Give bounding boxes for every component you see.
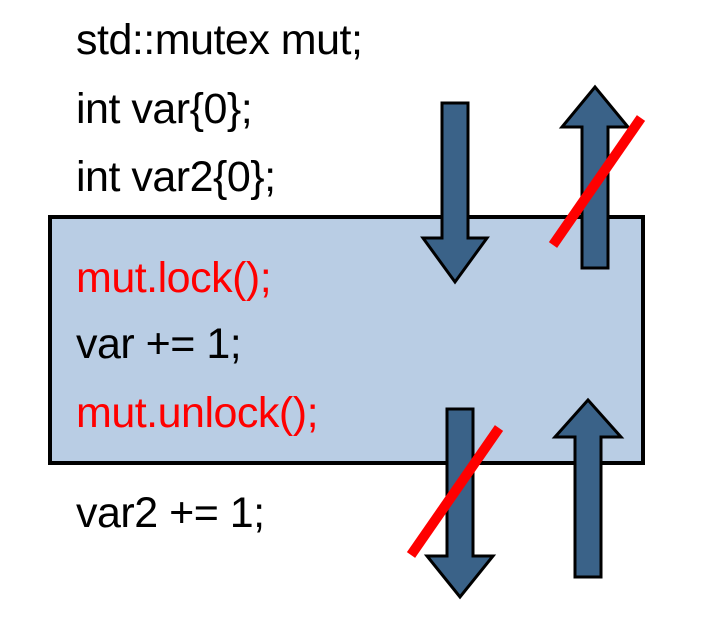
strike-line-icon [548, 115, 646, 248]
arrow-into-section-from-below-allowed [551, 397, 625, 579]
arrow-out-of-section-top-forbidden [548, 84, 646, 270]
code-line-var-declaration: int var{0}; [76, 85, 253, 133]
code-line-unlock: mut.unlock(); [76, 389, 319, 437]
strike-line-icon [406, 425, 504, 558]
code-line-increment-var: var += 1; [76, 320, 242, 368]
code-line-var2-declaration: int var2{0}; [76, 153, 276, 201]
code-line-lock: mut.lock(); [76, 254, 272, 302]
arrow-into-section-allowed [420, 101, 490, 285]
code-line-mutex-declaration: std::mutex mut; [76, 16, 363, 64]
code-line-increment-var2: var2 += 1; [76, 489, 265, 537]
critical-section-box [48, 215, 645, 465]
arrow-out-of-section-bottom-forbidden [406, 407, 504, 600]
